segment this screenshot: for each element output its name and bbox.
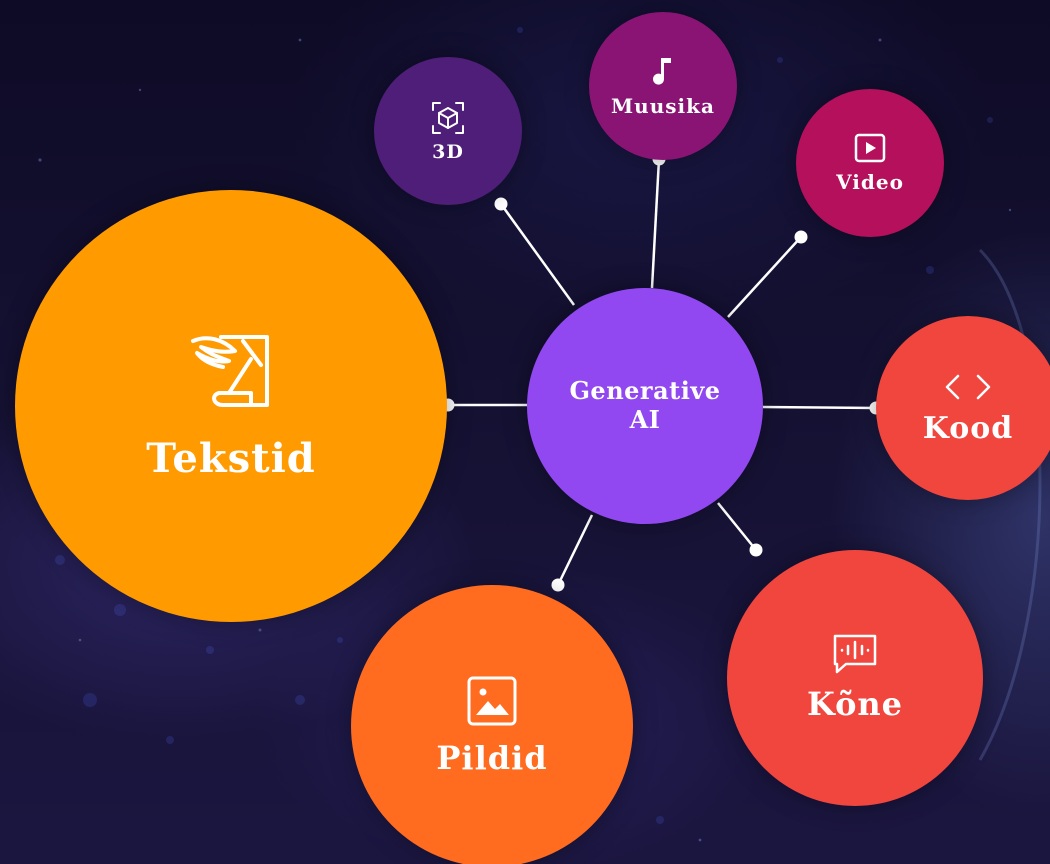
speech-waveform-icon: [833, 635, 877, 674]
node-muusika: Muusika: [589, 12, 737, 160]
node-label-3d: 3D: [432, 140, 464, 163]
node-label-kone: Kõne: [806, 685, 904, 724]
connector-pildid: [556, 514, 594, 586]
code-brackets-icon: [945, 374, 991, 399]
node-3d: 3D: [374, 57, 522, 205]
quill-document-icon: [191, 335, 269, 407]
music-note-icon: [653, 58, 671, 85]
node-generative-ai: Generative AI: [527, 288, 763, 524]
center-label: Generative AI: [569, 376, 721, 434]
node-kood: Kood: [876, 316, 1050, 500]
node-video: Video: [796, 89, 944, 237]
node-tekstid: Tekstid: [15, 190, 447, 622]
connector-dot-3d: [494, 197, 508, 211]
connector-3d: [499, 203, 576, 306]
node-pildid: Pildid: [351, 585, 633, 864]
cube-icon: [432, 101, 464, 134]
play-icon: [854, 133, 886, 163]
node-label-kood: Kood: [922, 410, 1014, 446]
node-label-video: Video: [836, 170, 904, 194]
connector-dot-pildid: [551, 578, 565, 592]
connector-video: [727, 236, 802, 318]
connector-muusika: [650, 158, 661, 289]
node-label-pildid: Pildid: [436, 739, 548, 778]
image-icon: [467, 676, 517, 726]
connector-dot-video: [794, 230, 808, 244]
node-label-muusika: Muusika: [611, 94, 715, 118]
node-kone: Kõne: [727, 550, 983, 806]
connector-kood: [762, 405, 877, 410]
connector-kone: [717, 502, 757, 551]
node-label-tekstid: Tekstid: [146, 435, 316, 482]
connector-dot-kone: [749, 543, 763, 557]
